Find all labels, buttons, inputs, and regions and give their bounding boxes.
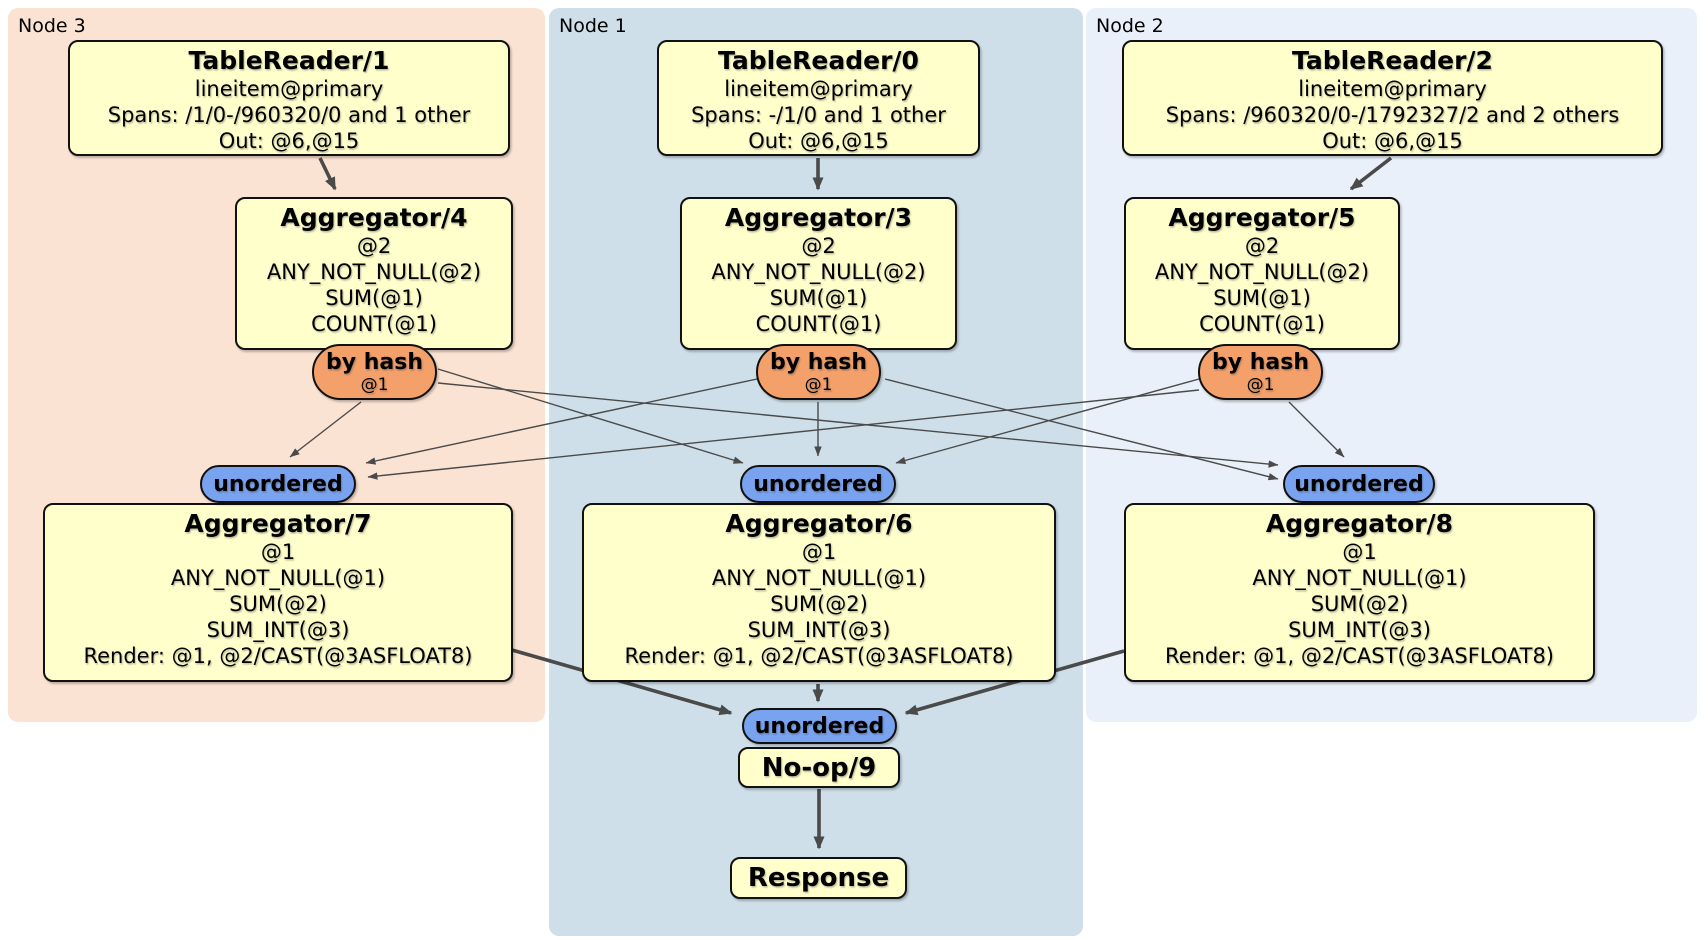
processor-line: COUNT(@1) [1199, 312, 1325, 336]
synchronizer-label: unordered [1294, 471, 1424, 497]
processor-line: Render: @1, @2/CAST(@3ASFLOAT8) [1164, 644, 1555, 668]
processor-line: SUM(@2) [229, 592, 327, 616]
processor-title: Response [747, 863, 890, 893]
processor-tablereader-2: TableReader/2 lineitem@primary Spans: /9… [1122, 40, 1663, 156]
processor-line: Spans: /960320/0-/1792327/2 and 2 others [1165, 103, 1620, 127]
processor-aggregator-4: Aggregator/4 @2 ANY_NOT_NULL(@2) SUM(@1)… [235, 197, 513, 350]
router-byhash-5: by hash @1 [1198, 344, 1323, 400]
processor-line: SUM_INT(@3) [1288, 618, 1431, 642]
processor-line: @1 [801, 540, 837, 564]
processor-aggregator-7: Aggregator/7 @1 ANY_NOT_NULL(@1) SUM(@2)… [43, 503, 513, 682]
router-byhash-3: by hash @1 [756, 344, 881, 400]
router-detail: @1 [1246, 374, 1275, 395]
synchronizer-unordered-8: unordered [1283, 465, 1435, 503]
processor-line: @2 [1244, 234, 1280, 258]
synchronizer-unordered-7: unordered [200, 465, 356, 503]
processor-aggregator-5: Aggregator/5 @2 ANY_NOT_NULL(@2) SUM(@1)… [1124, 197, 1400, 350]
processor-line: ANY_NOT_NULL(@2) [711, 260, 926, 284]
synchronizer-label: unordered [213, 471, 343, 497]
router-byhash-4: by hash @1 [312, 344, 437, 400]
router-detail: @1 [804, 374, 833, 395]
region-node-1-label: Node 1 [559, 15, 627, 37]
processor-line: SUM(@2) [1310, 592, 1409, 616]
processor-title: Aggregator/4 [280, 203, 468, 232]
processor-line: ANY_NOT_NULL(@1) [170, 566, 386, 590]
synchronizer-unordered-9: unordered [742, 708, 897, 744]
synchronizer-label: unordered [754, 713, 885, 739]
processor-title: No-op/9 [761, 752, 877, 783]
processor-line: @2 [801, 234, 836, 258]
processor-line: @1 [260, 540, 296, 564]
processor-line: lineitem@primary [194, 77, 384, 101]
processor-tablereader-0: TableReader/0 lineitem@primary Spans: -/… [657, 40, 980, 156]
processor-title: TableReader/0 [718, 46, 919, 75]
router-detail: @1 [360, 374, 389, 395]
processor-aggregator-6: Aggregator/6 @1 ANY_NOT_NULL(@1) SUM(@2)… [582, 503, 1056, 682]
processor-line: Out: @6,@15 [1322, 129, 1463, 153]
synchronizer-label: unordered [753, 471, 883, 497]
processor-line: Render: @1, @2/CAST(@3ASFLOAT8) [83, 644, 473, 668]
processor-line: COUNT(@1) [311, 312, 437, 336]
processor-line: SUM(@1) [769, 286, 868, 310]
router-label: by hash [1211, 349, 1309, 375]
processor-line: Render: @1, @2/CAST(@3ASFLOAT8) [624, 644, 1014, 668]
processor-line: Out: @6,@15 [748, 129, 889, 153]
processor-aggregator-8: Aggregator/8 @1 ANY_NOT_NULL(@1) SUM(@2)… [1124, 503, 1595, 682]
processor-line: SUM(@2) [770, 592, 868, 616]
processor-line: SUM_INT(@3) [206, 618, 350, 642]
processor-line: ANY_NOT_NULL(@1) [1252, 566, 1467, 590]
processor-tablereader-1: TableReader/1 lineitem@primary Spans: /1… [68, 40, 510, 156]
processor-line: ANY_NOT_NULL(@2) [1154, 260, 1370, 284]
processor-aggregator-3: Aggregator/3 @2 ANY_NOT_NULL(@2) SUM(@1)… [680, 197, 957, 350]
processor-line: @1 [1342, 540, 1377, 564]
processor-line: SUM(@1) [1213, 286, 1311, 310]
processor-line: SUM_INT(@3) [747, 618, 891, 642]
processor-line: SUM(@1) [325, 286, 423, 310]
processor-title: Aggregator/6 [725, 509, 913, 538]
processor-title: Aggregator/7 [184, 509, 372, 538]
processor-line: Spans: -/1/0 and 1 other [691, 103, 946, 127]
processor-title: TableReader/1 [188, 46, 390, 75]
processor-title: TableReader/2 [1292, 46, 1493, 75]
processor-noop-9: No-op/9 [738, 747, 900, 788]
router-label: by hash [325, 349, 423, 375]
region-node-3-label: Node 3 [18, 15, 86, 37]
synchronizer-unordered-6: unordered [740, 465, 896, 503]
processor-title: Aggregator/5 [1168, 203, 1356, 232]
processor-title: Aggregator/3 [724, 203, 913, 232]
processor-line: COUNT(@1) [755, 312, 882, 336]
region-node-2-label: Node 2 [1096, 15, 1164, 37]
processor-line: Spans: /1/0-/960320/0 and 1 other [107, 103, 471, 127]
processor-response: Response [730, 857, 907, 899]
processor-line: Out: @6,@15 [218, 129, 360, 153]
processor-line: ANY_NOT_NULL(@1) [711, 566, 927, 590]
processor-title: Aggregator/8 [1265, 509, 1454, 538]
processor-line: lineitem@primary [724, 77, 913, 101]
router-label: by hash [769, 349, 867, 375]
processor-line: lineitem@primary [1298, 77, 1487, 101]
processor-line: @2 [356, 234, 392, 258]
processor-line: ANY_NOT_NULL(@2) [266, 260, 482, 284]
